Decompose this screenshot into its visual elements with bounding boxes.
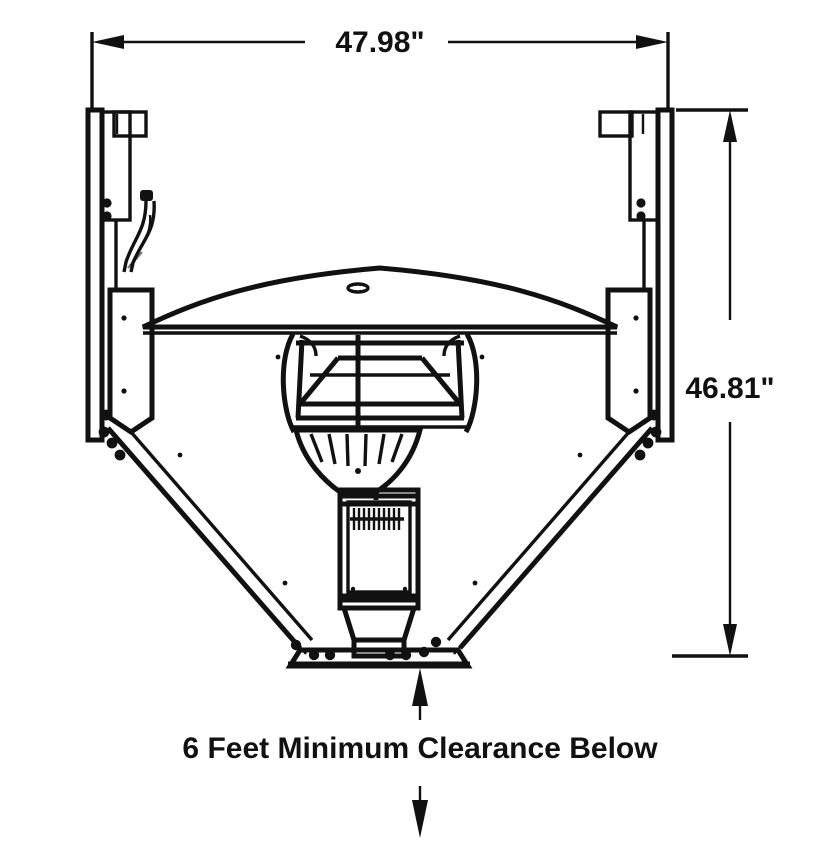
shoulder-bolt-left-3 (106, 437, 118, 449)
bolt-hole-left-upper (102, 198, 112, 208)
skirt-vent-1 (309, 433, 324, 463)
clearance-caption: 6 Feet Minimum Clearance Below (182, 732, 658, 765)
skirt-vent-4 (363, 433, 368, 467)
bracket-post-right (655, 107, 675, 443)
control-housing (337, 487, 421, 611)
mounting-bracket-right (598, 107, 675, 443)
louvered-grille (350, 508, 404, 530)
arm-left-mid-rail (121, 442, 307, 655)
base-bolt-3 (384, 649, 396, 661)
base-bolt-6 (290, 639, 302, 651)
arm-left-inner-rail (129, 430, 314, 642)
arm-left-rivet-upper (177, 452, 183, 458)
mounting-bracket-left (85, 107, 148, 443)
arm-left-rivet-lower (282, 580, 288, 586)
frame-rivet-right (479, 354, 485, 360)
shoulder-rivet-left-upper (121, 315, 127, 321)
base-taper (340, 605, 418, 643)
frame-strut-left (295, 339, 305, 419)
base-plate (285, 605, 473, 669)
base-bolt-7 (430, 636, 442, 648)
skirt-vent-5 (377, 433, 386, 465)
bracket-tab-right (598, 110, 634, 138)
arrow-down-dimension-icon (723, 624, 737, 656)
dome-surface (141, 265, 619, 330)
shoulder-bolt-left-4 (114, 449, 126, 461)
housing-screw-tr (402, 500, 408, 506)
frame-rail-left-outer (280, 332, 297, 434)
arm-right-mid-rail (453, 442, 639, 655)
shoulder-bolt-left-1 (100, 409, 112, 421)
power-cable-loop (122, 190, 156, 273)
cable-connector (140, 190, 153, 201)
base-bolt-1 (308, 649, 320, 661)
frame-trapezoid-left-edge (298, 356, 340, 406)
arm-right-inner-rail (446, 430, 631, 642)
frame-rail-right-outer (463, 332, 480, 434)
arrow-up-icon (412, 668, 428, 706)
skirt-vent-6 (390, 433, 404, 463)
bracket-tab-left (112, 110, 148, 138)
base-bolt-2 (324, 649, 336, 661)
frame-gusset-right (442, 334, 461, 357)
bracket-post-left (85, 107, 105, 443)
clearance-indicator (412, 668, 428, 838)
cable-tail (127, 251, 143, 269)
housing-body (337, 493, 421, 603)
arm-right-rivet-upper (577, 452, 583, 458)
arrow-down-icon (412, 800, 428, 838)
height-dimension-label: 46.81" (685, 372, 774, 405)
width-dimension: 47.98" (90, 26, 670, 108)
bolt-hole-left-lower (102, 211, 112, 221)
arrow-left-icon (92, 35, 124, 49)
width-dimension-label: 47.98" (335, 26, 424, 59)
shoulder-rivet-left-lower (121, 388, 127, 394)
bolt-hole-right-lower (636, 211, 646, 221)
base-bolt-4 (400, 649, 412, 661)
housing-screw-tl (350, 500, 356, 506)
arrow-up-dimension-icon (723, 110, 737, 142)
skirt-vent-3 (345, 433, 350, 467)
bolt-hole-right-upper (636, 198, 646, 208)
dome-vent-cap (346, 282, 370, 294)
frame-strut-right (455, 339, 465, 419)
frame-rivet-left (275, 354, 281, 360)
shoulder-block-right (605, 287, 653, 436)
housing-screw-br (402, 586, 408, 592)
housing-screw-bl (350, 586, 356, 592)
arrow-right-icon (636, 35, 668, 49)
shoulder-bolt-right-3 (642, 437, 654, 449)
cable-strand-outer (122, 200, 148, 273)
arm-right-rivet-lower (472, 580, 478, 586)
height-dimension: 46.81" (672, 108, 775, 658)
dome-reflector (141, 265, 619, 335)
frame-gusset-left (299, 334, 318, 357)
base-bolt-5 (418, 646, 430, 658)
shoulder-joint-left (98, 287, 155, 461)
diagonal-arm-left (106, 426, 314, 655)
support-frame-cage (275, 332, 485, 434)
shoulder-rivet-right-upper (633, 315, 639, 321)
shoulder-joint-right (605, 287, 662, 461)
frame-trapezoid-right-edge (420, 356, 462, 406)
skirt-vent-2 (327, 433, 337, 465)
shoulder-rivet-right-lower (633, 388, 639, 394)
shoulder-bolt-right-1 (648, 409, 660, 421)
shoulder-bolt-right-4 (634, 449, 646, 461)
skirt-center-screw (355, 468, 361, 474)
shoulder-block-left (107, 287, 155, 436)
housing-inner-panel (346, 500, 412, 594)
diagonal-arm-right (446, 426, 654, 655)
